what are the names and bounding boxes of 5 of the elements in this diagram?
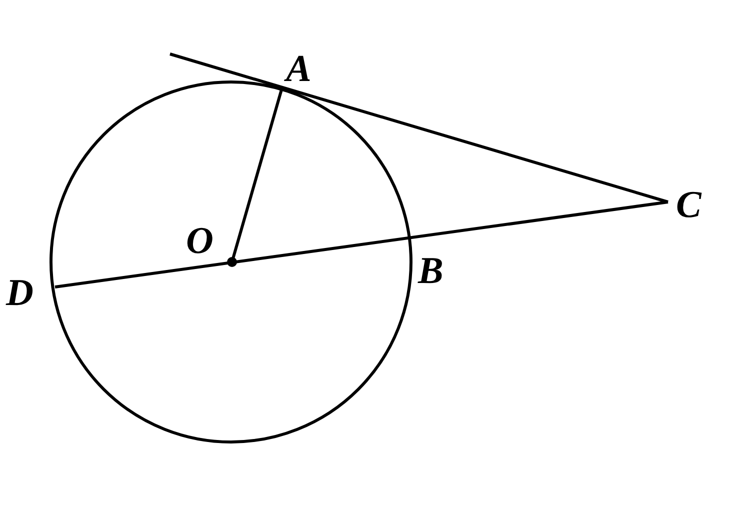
point-label: A [286, 50, 312, 88]
point-label: C [676, 186, 702, 224]
point-label: D [6, 274, 34, 312]
point-label: B [418, 252, 444, 290]
point-label: O [186, 222, 214, 260]
